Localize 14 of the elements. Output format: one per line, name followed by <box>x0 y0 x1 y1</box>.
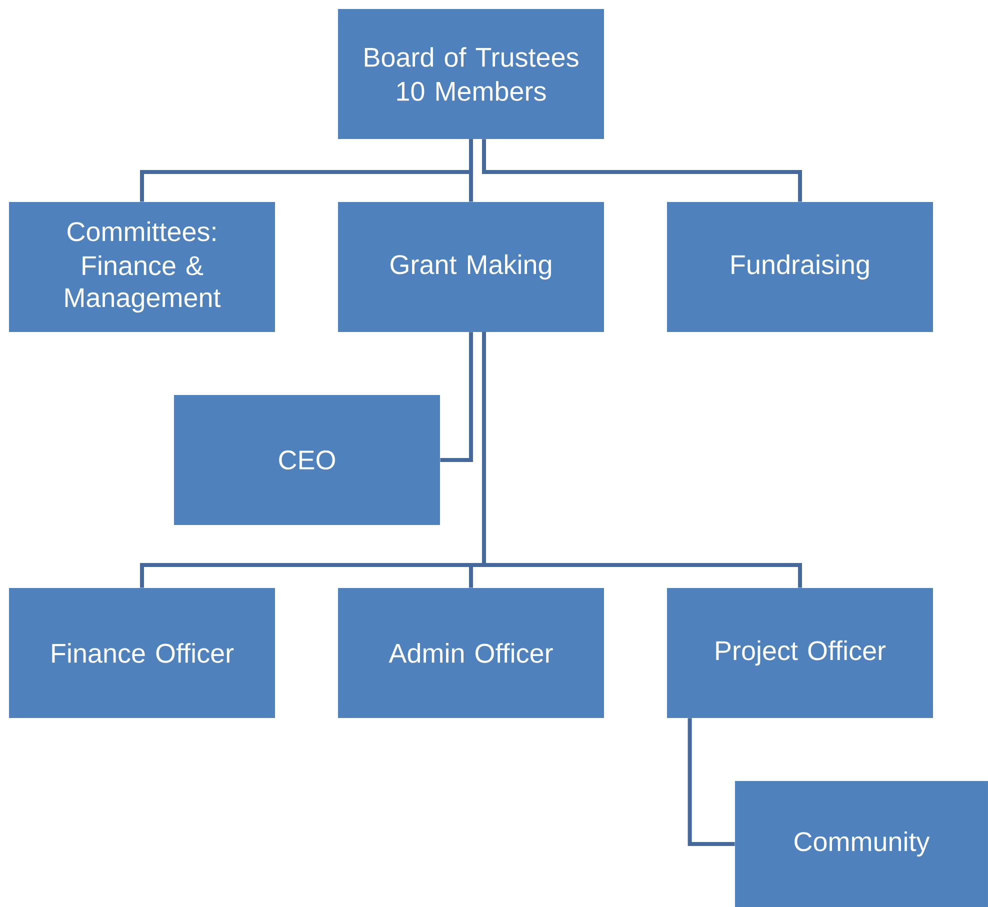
connector-line <box>440 332 473 462</box>
connector-line <box>482 139 802 202</box>
org-box: CEO <box>174 394 440 525</box>
org-box: Committees: Finance & Management <box>9 202 275 332</box>
org-box: Board of Trustees 10 Members <box>338 8 604 139</box>
org-box: Grant Making <box>338 202 604 332</box>
org-box: Admin Officer <box>338 588 604 718</box>
org-box: Fundraising <box>667 202 933 332</box>
org-box: Community <box>735 780 988 907</box>
connector-line <box>482 332 802 588</box>
connector-line <box>469 139 473 202</box>
org-box: Project Officer <box>667 588 933 718</box>
org-box: Finance Officer <box>9 588 275 718</box>
connector-line <box>688 718 735 846</box>
